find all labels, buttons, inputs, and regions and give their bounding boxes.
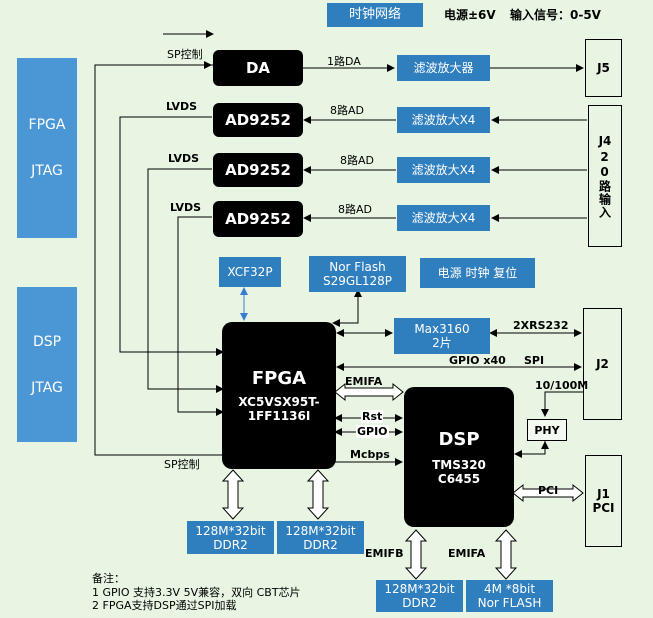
nor-flash-4m-line1: 4M *8bit: [483, 582, 536, 596]
ad8-label-1: 8路AD: [330, 104, 364, 117]
dsp-jtag-panel: DSP JTAG: [17, 287, 77, 442]
notes-title: 备注：: [92, 572, 125, 585]
one-da-label: 1路DA: [327, 55, 361, 68]
dsp-jtag-title: DSP: [32, 333, 62, 350]
fpga-jtag-panel: FPGA JTAG: [17, 58, 77, 238]
power-label: 电源±6V: [444, 8, 496, 22]
ad9252-chip-1-label: AD9252: [225, 111, 291, 129]
nor-flash-label-1: Nor Flash: [329, 260, 386, 274]
power-clock-reset-box: 电源 时钟 复位: [420, 258, 535, 288]
ddr2-box-1-line1: 128M*32bit: [195, 523, 266, 538]
dsp-chip-title: DSP: [438, 428, 480, 450]
j5-label: J5: [597, 61, 610, 75]
dsp-chip: DSP TMS320 C6455: [404, 387, 514, 527]
fpga-jtag-sub: JTAG: [31, 163, 63, 179]
emifb-label: EMIFB: [365, 547, 404, 560]
mcbps-label: Mcbps: [350, 448, 390, 461]
filter-amp-box: 滤波放大器: [397, 55, 490, 81]
filter-x4-box-3: 滤波放大X4: [397, 205, 490, 231]
pci-bus-label: PCI: [538, 484, 559, 497]
j4-connector: J4 20路输入: [588, 105, 622, 247]
xcf32p-box: XCF32P: [219, 257, 281, 287]
sp-control-top-label: SP控制: [167, 48, 203, 61]
clock-network-box: 时钟网络: [327, 3, 423, 27]
fpga-chip-title: FPGA: [251, 368, 307, 389]
dsp-jtag-sub: JTAG: [31, 379, 63, 396]
j2-label: J2: [596, 357, 609, 371]
eth-label: 10/100M: [535, 379, 589, 392]
fpga-jtag-title: FPGA: [28, 117, 66, 133]
j1-label: J1: [597, 487, 610, 501]
max3160-box: Max3160 2片: [394, 318, 490, 354]
clock-network-label: 时钟网络: [348, 7, 401, 22]
j4-label: J4: [598, 133, 612, 148]
filter-x4-label-2: 滤波放大X4: [411, 163, 476, 177]
j4-text: 20路输入: [597, 149, 612, 219]
sp-control-bottom-label: SP控制: [164, 458, 200, 471]
da-chip: DA: [213, 50, 303, 86]
xcf32p-label: XCF32P: [227, 265, 273, 279]
rst-label: Rst: [361, 410, 384, 423]
gpio-x40-label: GPIO x40: [449, 354, 506, 367]
ddr2-box-1: 128M*32bit DDR2: [187, 521, 274, 554]
lvds-label-2: LVDS: [168, 152, 200, 165]
lvds-label-1: LVDS: [166, 100, 198, 113]
j1-pci-label: PCI: [592, 501, 615, 515]
ddr2-box-3: 128M*32bit DDR2: [376, 580, 463, 612]
filter-x4-box-1: 滤波放大X4: [397, 107, 490, 133]
filter-x4-label-1: 滤波放大X4: [411, 113, 476, 127]
emifa-mid-label: EMIFA: [345, 375, 383, 388]
ddr2-box-2: 128M*32bit DDR2: [277, 521, 364, 554]
ddr2-box-3-line2: DDR2: [402, 596, 437, 610]
gpio-label: GPIO: [356, 425, 389, 438]
dsp-chip-part2: C6455: [437, 471, 481, 486]
ad8-label-2: 8路AD: [340, 154, 374, 167]
input-signal-label: 输入信号：0-5V: [510, 8, 601, 22]
phy-label: PHY: [534, 423, 560, 437]
j2-connector: J2: [583, 308, 622, 420]
ddr2-box-1-line2: DDR2: [213, 537, 248, 552]
ddr2-box-3-line1: 128M*32bit: [384, 582, 455, 596]
filter-amp-label: 滤波放大器: [413, 61, 474, 75]
j5-connector: J5: [585, 39, 622, 97]
filter-x4-box-2: 滤波放大X4: [397, 157, 490, 183]
ad9252-chip-1: AD9252: [213, 103, 303, 137]
ad9252-chip-3: AD9252: [213, 201, 303, 237]
nor-flash-label-2: S29GL128P: [322, 274, 392, 288]
nor-flash-4m-box: 4M *8bit Nor FLASH: [466, 580, 553, 612]
emifa-bottom-label: EMIFA: [448, 547, 486, 560]
nor-flash-box: Nor Flash S29GL128P: [309, 256, 406, 292]
xrs232-label: 2XRS232: [513, 319, 569, 332]
ad9252-chip-2-label: AD9252: [225, 161, 291, 179]
j1-connector: J1 PCI: [585, 455, 622, 547]
ddr2-box-2-line2: DDR2: [303, 537, 338, 552]
ddr2-box-2-line1: 128M*32bit: [285, 523, 356, 538]
filter-x4-label-3: 滤波放大X4: [411, 211, 476, 225]
fpga-chip: FPGA XC5VSX95T- 1FF1136I: [222, 322, 336, 469]
max3160-label-2: 2片: [432, 336, 452, 350]
spi-label: SPI: [524, 354, 545, 367]
ad8-label-3: 8路AD: [338, 203, 372, 216]
fpga-chip-part2: 1FF1136I: [247, 409, 311, 423]
max3160-label-1: Max3160: [414, 322, 470, 336]
dsp-chip-part1: TMS320: [432, 457, 486, 472]
ad9252-chip-3-label: AD9252: [225, 210, 291, 228]
ad9252-chip-2: AD9252: [213, 153, 303, 187]
notes-line-2: 2 FPGA支持DSP通过SPI加载: [92, 599, 237, 612]
lvds-label-3: LVDS: [170, 201, 202, 214]
da-chip-label: DA: [245, 59, 271, 77]
notes-line-1: 1 GPIO 支持3.3V 5V兼容，双向 CBT芯片: [92, 586, 301, 599]
phy-box: PHY: [527, 419, 567, 441]
power-clock-reset-label: 电源 时钟 复位: [437, 266, 518, 280]
nor-flash-4m-line2: Nor FLASH: [477, 596, 542, 610]
fpga-chip-part1: XC5VSX95T-: [238, 395, 320, 409]
